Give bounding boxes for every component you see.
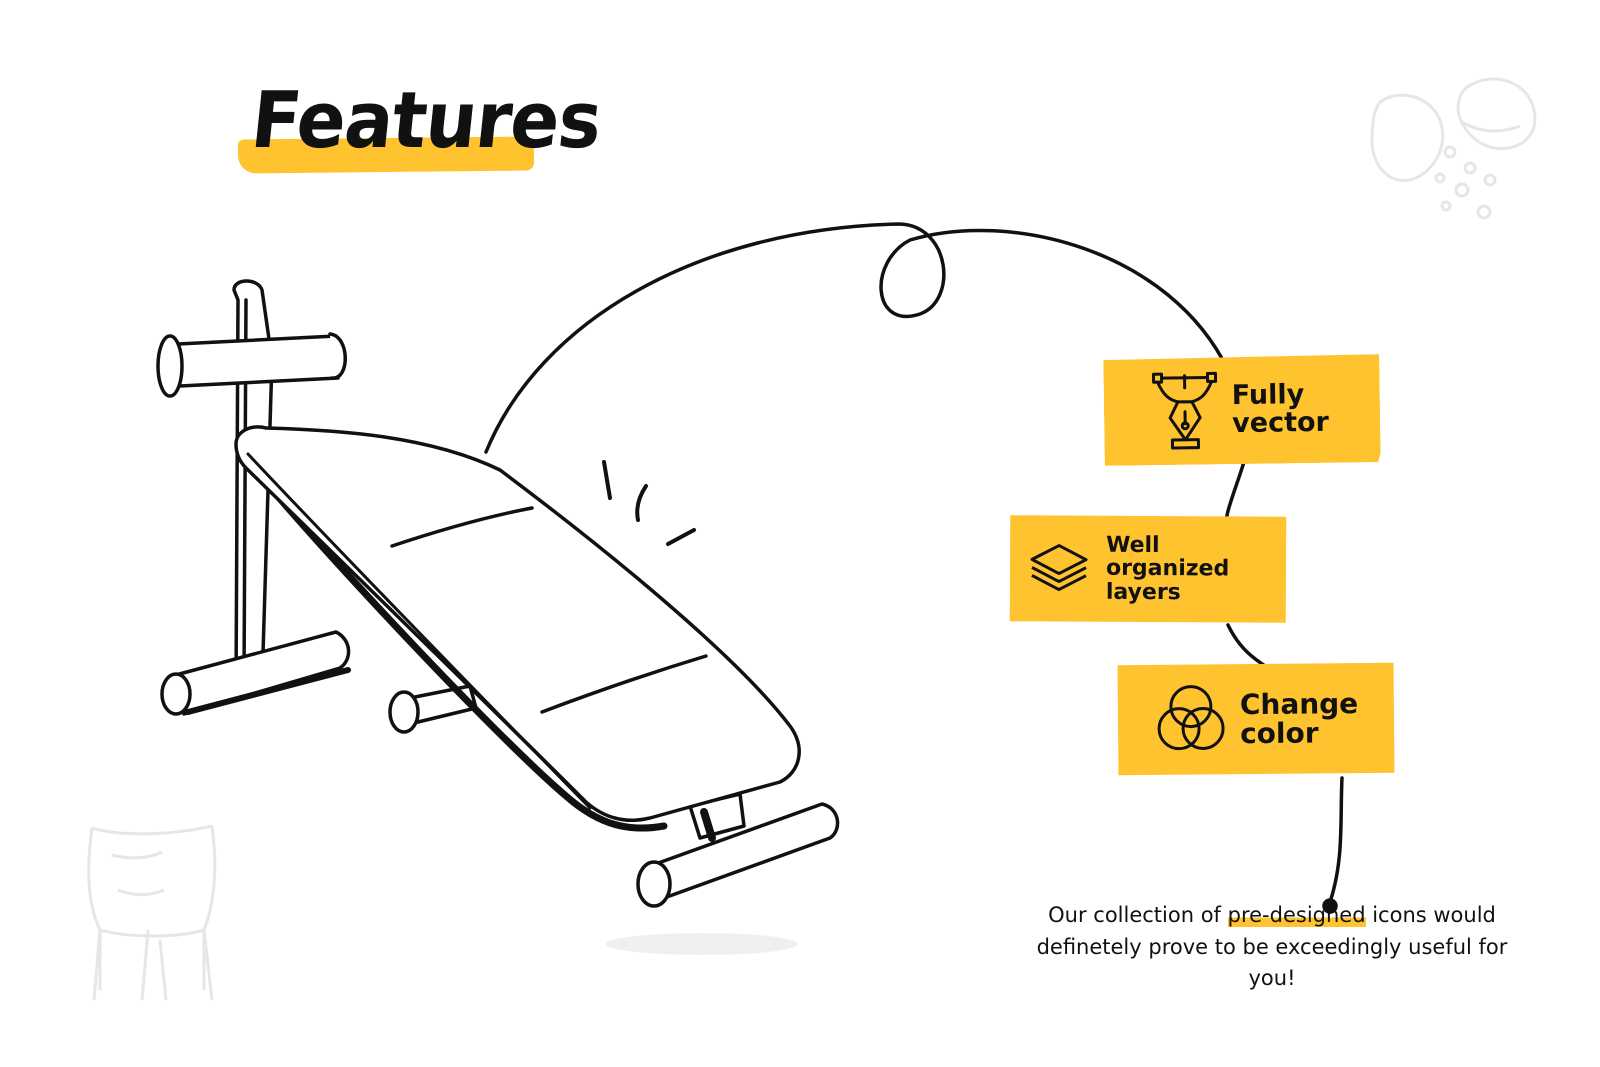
color-circles-icon: [1157, 685, 1225, 751]
feature-card-change-color: Change color: [1117, 662, 1395, 776]
feature-label: Change color: [1239, 686, 1359, 751]
motion-marks: [602, 460, 696, 546]
description-text: Our collection of pre-designed icons wou…: [1032, 900, 1512, 995]
description-highlight: pre-designed: [1227, 903, 1366, 927]
feature-card-layers: Well organized layers: [1009, 515, 1287, 623]
pen-tool-icon: [1149, 365, 1220, 456]
feature-card-fully-vector: Fully vector: [1103, 354, 1380, 466]
floor-shadow: [606, 933, 798, 955]
faint-lungs-doodle-icon: [1370, 77, 1537, 220]
situp-bench-icon: [156, 279, 840, 908]
page-title: Features: [247, 74, 606, 166]
faint-torso-doodle-icon: [87, 824, 217, 1001]
title-block: Features: [237, 75, 605, 188]
feature-label: Well organized layers: [1105, 533, 1230, 605]
layers-icon: [1030, 544, 1088, 592]
description-part: Our collection of: [1048, 903, 1228, 927]
description-part: icons would definetely prove to be excee…: [1036, 903, 1508, 990]
feature-label: Fully vector: [1231, 378, 1330, 440]
